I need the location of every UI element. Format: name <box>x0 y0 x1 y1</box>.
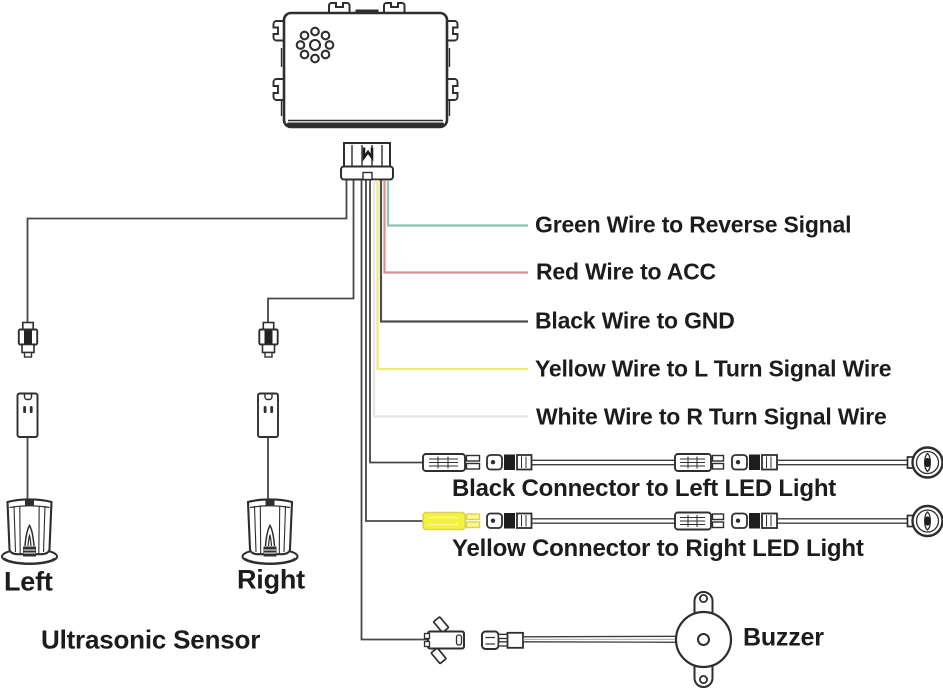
red-wire-label: Red Wire to ACC <box>536 258 716 285</box>
left-led-pigtail <box>485 446 943 479</box>
green-wire <box>386 180 528 227</box>
left-sensor-housing-icon <box>16 392 39 502</box>
buzzer-icon <box>674 591 733 688</box>
module-side-clip-icon <box>272 20 459 101</box>
yellow-connector-label: Yellow Connector to Right LED Light <box>452 535 864 562</box>
right-sensor-plug-icon <box>258 321 279 358</box>
red-wire <box>383 180 528 274</box>
right-sensor-chain <box>241 321 299 566</box>
led-row-1 <box>422 446 943 479</box>
white-wire-label: White Wire to R Turn Signal Wire <box>536 403 887 430</box>
black-wire-label: Black Wire to GND <box>535 307 735 334</box>
left-sensor-wire <box>26 180 348 323</box>
black-harness-wires <box>26 180 428 641</box>
right-led-pigtail <box>485 504 943 538</box>
buzzer-plug-icon <box>481 630 524 650</box>
left-sensor-plug-icon <box>17 321 39 358</box>
yellow-wire <box>376 180 528 371</box>
white-wire <box>372 180 528 418</box>
buzzer-chain <box>423 591 733 688</box>
right-sensor-label: Right <box>237 564 305 595</box>
yellow-wire-label: Yellow Wire to L Turn Signal Wire <box>535 355 892 382</box>
led-row2-wire <box>365 180 424 522</box>
led-row-2 <box>422 504 943 538</box>
right-sensor-housing-icon <box>257 392 279 502</box>
black-connector-label: Black Connector to Left LED Light <box>452 475 837 502</box>
module-top-tab-icon <box>328 2 406 13</box>
speaker-grille-icon <box>295 26 335 64</box>
buzzer-label: Buzzer <box>743 623 824 652</box>
harness-connector <box>340 142 394 181</box>
ultrasonic-sensor-caption: Ultrasonic Sensor <box>41 624 261 655</box>
led-row1-wire <box>369 180 424 464</box>
left-ultrasonic-sensor-icon <box>0 498 59 566</box>
black-connector-icon <box>422 453 481 472</box>
control-module-box <box>272 2 459 129</box>
right-sensor-wire <box>267 180 355 323</box>
left-sensor-label: Left <box>4 566 53 597</box>
buzzer-wire <box>360 180 428 641</box>
yellow-connector-icon <box>422 511 481 531</box>
black-wire <box>379 180 528 323</box>
right-ultrasonic-sensor-icon <box>241 498 299 566</box>
signal-wires <box>372 180 528 418</box>
buzzer-connector-icon <box>423 616 465 665</box>
green-wire-label: Green Wire to Reverse Signal <box>535 211 852 238</box>
left-sensor-chain <box>0 321 59 566</box>
